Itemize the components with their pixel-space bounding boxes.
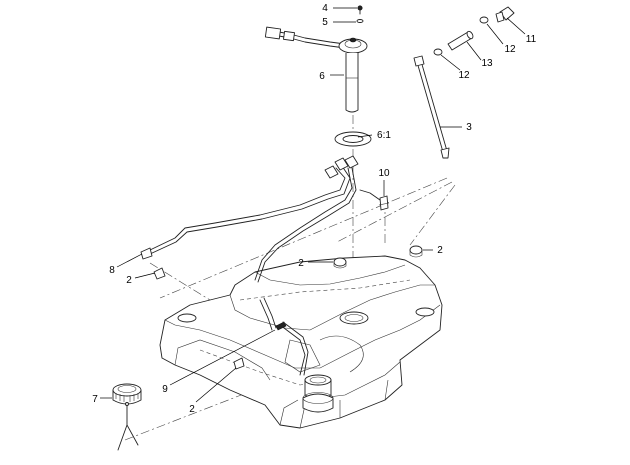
callout-13: 13 — [481, 58, 493, 69]
clamp-12-upper — [479, 16, 489, 24]
callout-6-1: 6:1 — [377, 130, 391, 141]
callout-12-lower: 12 — [458, 70, 470, 81]
callout-8: 8 — [109, 265, 115, 276]
grommet-2-left — [153, 267, 166, 280]
callout-2-bottom: 2 — [189, 404, 195, 415]
callout-10: 10 — [378, 168, 390, 179]
fuel-cap-7 — [112, 383, 142, 451]
leader-lines — [100, 7, 526, 403]
grommet-2-bottom — [233, 357, 245, 370]
callout-2-left: 2 — [126, 275, 132, 286]
washer-5 — [356, 19, 364, 23]
vent-valve-11 — [495, 6, 515, 23]
fuel-lines — [149, 155, 381, 376]
fitting-8 — [140, 247, 153, 260]
callout-11: 11 — [526, 34, 537, 45]
callout-5: 5 — [322, 17, 328, 28]
callout-4: 4 — [322, 3, 328, 14]
callout-3: 3 — [466, 122, 472, 133]
grommet-2-right — [409, 245, 423, 258]
callout-2-right: 2 — [437, 245, 443, 256]
callout-12-upper: 12 — [504, 44, 516, 55]
grommet-2-mid — [333, 257, 347, 269]
callout-7: 7 — [92, 394, 98, 405]
screw-4 — [357, 5, 363, 15]
clamp-12-lower — [433, 48, 443, 56]
hose-13 — [447, 30, 474, 51]
callout-6: 6 — [319, 71, 325, 82]
fuel-sender-6 — [264, 26, 368, 113]
sender-opening — [339, 311, 369, 325]
gasket-6-1 — [334, 131, 372, 147]
callout-labels: 4 5 6 6:1 3 10 11 12 12 13 8 2 2 2 2 9 7 — [92, 3, 536, 415]
fitting-10 — [378, 195, 390, 211]
rod-3 — [413, 55, 450, 159]
callout-9: 9 — [162, 384, 168, 395]
callout-2-mid: 2 — [298, 258, 304, 269]
